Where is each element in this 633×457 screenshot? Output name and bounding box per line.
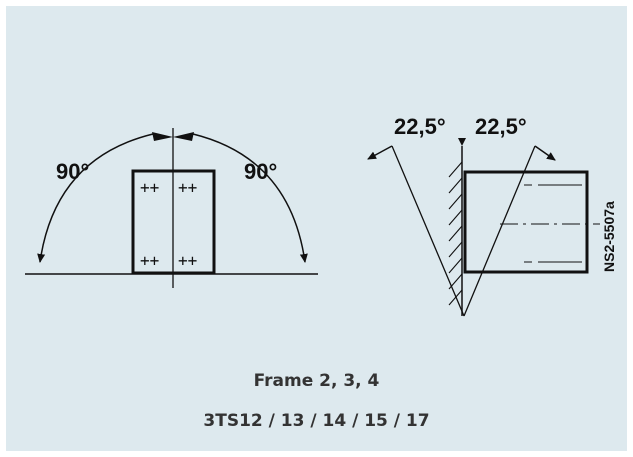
- arrow-top-right: [173, 132, 194, 141]
- angle-label-right: 90°: [244, 159, 277, 184]
- angle-label-left: 22,5°: [394, 114, 446, 139]
- terminal-mark: ++: [140, 251, 159, 270]
- diagram-panel: [6, 6, 627, 451]
- terminal-mark: ++: [140, 178, 159, 197]
- leader-left: [367, 145, 393, 160]
- caption-frame: Frame 2, 3, 4: [253, 371, 380, 391]
- angle-label-left: 90°: [56, 159, 89, 184]
- angle-label-right: 22,5°: [475, 114, 527, 139]
- drawing-reference: NS2-5507a: [601, 201, 617, 272]
- device-body-horizontal: [463, 170, 589, 274]
- terminal-mark: ++: [178, 178, 197, 197]
- apex-mark: [458, 138, 466, 146]
- caption-models: 3TS12 / 13 / 14 / 15 / 17: [203, 411, 430, 431]
- tilt-line-left: [391, 145, 465, 317]
- arc-left: [37, 133, 154, 263]
- arc-right: [192, 133, 308, 263]
- leader-right: [534, 145, 556, 161]
- terminal-mark: ++: [178, 251, 197, 270]
- right-figure: 22,5° 22,5° NS2-5507a: [367, 114, 617, 317]
- left-figure: ++ ++ ++ ++ 90° 90°: [25, 128, 318, 288]
- tilt-line-right: [463, 145, 536, 317]
- arrow-top-left: [152, 132, 173, 141]
